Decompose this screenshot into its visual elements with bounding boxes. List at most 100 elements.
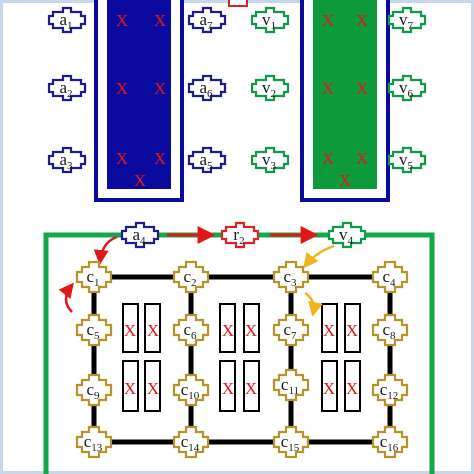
arrows (58, 226, 335, 317)
node-a7-shape (187, 6, 227, 34)
node-a5-label: a5 (199, 150, 213, 172)
x-mark: X (134, 171, 146, 190)
node-c1-shape (75, 260, 113, 294)
node-c10-label-sub: 10 (188, 390, 200, 402)
node-c11: c11 (272, 368, 310, 402)
node-v1-label: v1 (262, 10, 276, 32)
node-c5: c5 (75, 313, 113, 347)
grid-lines (91, 274, 393, 445)
node-c3-shape (272, 260, 310, 294)
node-c16-label-sub: 16 (387, 442, 399, 454)
node-c16-shape (371, 425, 409, 459)
node-r2-label: r2 (233, 225, 244, 247)
node-r2-label-base: r (233, 225, 239, 244)
node-c7-label: c7 (283, 320, 297, 342)
node-v4-label-sub: 4 (348, 235, 354, 247)
node-v5-label-base: v (399, 150, 408, 169)
node-c6-label: c6 (183, 320, 197, 342)
node-c6-label-sub: 6 (191, 330, 197, 342)
node-a3-shape (47, 146, 87, 174)
x-mark: X (116, 79, 128, 98)
node-v4-label-base: v (339, 225, 348, 244)
node-a1: a1 (47, 6, 87, 34)
node-r2-shape (220, 221, 260, 249)
node-a2-label-base: a (59, 78, 67, 97)
x-mark: X (322, 149, 334, 168)
node-c3-label-sub: 3 (291, 277, 297, 289)
x-mark: X (245, 321, 257, 340)
node-c3: c3 (272, 260, 310, 294)
node-c4-label: c4 (382, 267, 396, 289)
node-c2-label: c2 (183, 267, 196, 289)
x-mark: X (356, 79, 368, 98)
node-v2-label-sub: 2 (271, 88, 277, 100)
x-mark: X (116, 11, 128, 30)
x-mark: X (154, 149, 166, 168)
node-v3-shape (250, 146, 290, 174)
x-mark: X (322, 11, 334, 30)
node-c12-label-base: c (380, 380, 388, 399)
node-c4-shape (371, 260, 409, 294)
node-v3-label: v3 (262, 150, 277, 172)
node-a6-shape (187, 74, 227, 102)
x-mark: X (147, 321, 159, 340)
node-c9-shape (75, 373, 113, 407)
x-mark: X (124, 379, 136, 398)
node-c11-label-base: c (281, 375, 289, 394)
node-v1: v1 (250, 6, 290, 34)
node-v5-label-sub: 5 (408, 160, 414, 172)
node-v3-label-sub: 3 (271, 160, 277, 172)
node-c5-shape (75, 313, 113, 347)
node-c15-label-sub: 15 (288, 442, 300, 454)
node-a7: a7 (187, 6, 227, 34)
node-c11-shape (272, 368, 310, 402)
node-c3-label-base: c (283, 267, 291, 286)
node-c8-label-sub: 8 (390, 330, 396, 342)
node-c6-label-base: c (183, 320, 191, 339)
node-c2-shape (172, 260, 210, 294)
node-v6-label: v6 (399, 78, 414, 100)
x-mark: X (323, 379, 335, 398)
arrow-c5-to-c1 (58, 282, 74, 313)
node-a5-label-sub: 5 (207, 160, 213, 172)
node-c16-label: c16 (380, 432, 399, 454)
node-v5-label: v5 (399, 150, 414, 172)
node-a3-label-base: a (59, 150, 67, 169)
node-a4: a4 (120, 221, 160, 249)
node-v4-shape (327, 221, 367, 249)
node-a1-label-sub: 1 (67, 20, 73, 32)
node-c1: c1 (75, 260, 113, 294)
node-c13-label-sub: 13 (91, 442, 103, 454)
node-v1-label-base: v (262, 10, 271, 29)
node-c1-label: c1 (86, 267, 99, 289)
node-a4-label: a4 (132, 225, 146, 247)
node-c11-label-sub: 11 (288, 385, 299, 397)
node-a6-label: a6 (199, 78, 213, 100)
node-c15-label-base: c (281, 432, 289, 451)
x-mark: X (245, 379, 257, 398)
node-a1-shape (47, 6, 87, 34)
arrow-a4-to-c1 (93, 235, 118, 265)
node-r2: r2 (220, 221, 260, 249)
node-v7-label-sub: 7 (408, 20, 414, 32)
node-c10-label-base: c (181, 380, 189, 399)
node-v2-label: v2 (262, 78, 276, 100)
arrow-v4-to-c3 (303, 244, 335, 269)
node-c2-label-sub: 2 (191, 277, 197, 289)
x-mark: X (222, 379, 234, 398)
node-c9-label-sub: 9 (94, 390, 100, 402)
node-v5: v5 (387, 146, 427, 174)
node-a6-label-sub: 6 (207, 88, 213, 100)
node-c1-label-sub: 1 (94, 277, 100, 289)
x-mark: X (222, 321, 234, 340)
node-v6-label-sub: 6 (408, 88, 414, 100)
node-c12-label-sub: 12 (387, 390, 398, 402)
node-c10-shape (172, 373, 210, 407)
node-v6: v6 (387, 74, 427, 102)
node-c5-label: c5 (86, 320, 100, 342)
node-a3: a3 (47, 146, 87, 174)
node-c14-label-base: c (181, 432, 189, 451)
x-mark: X (147, 379, 159, 398)
